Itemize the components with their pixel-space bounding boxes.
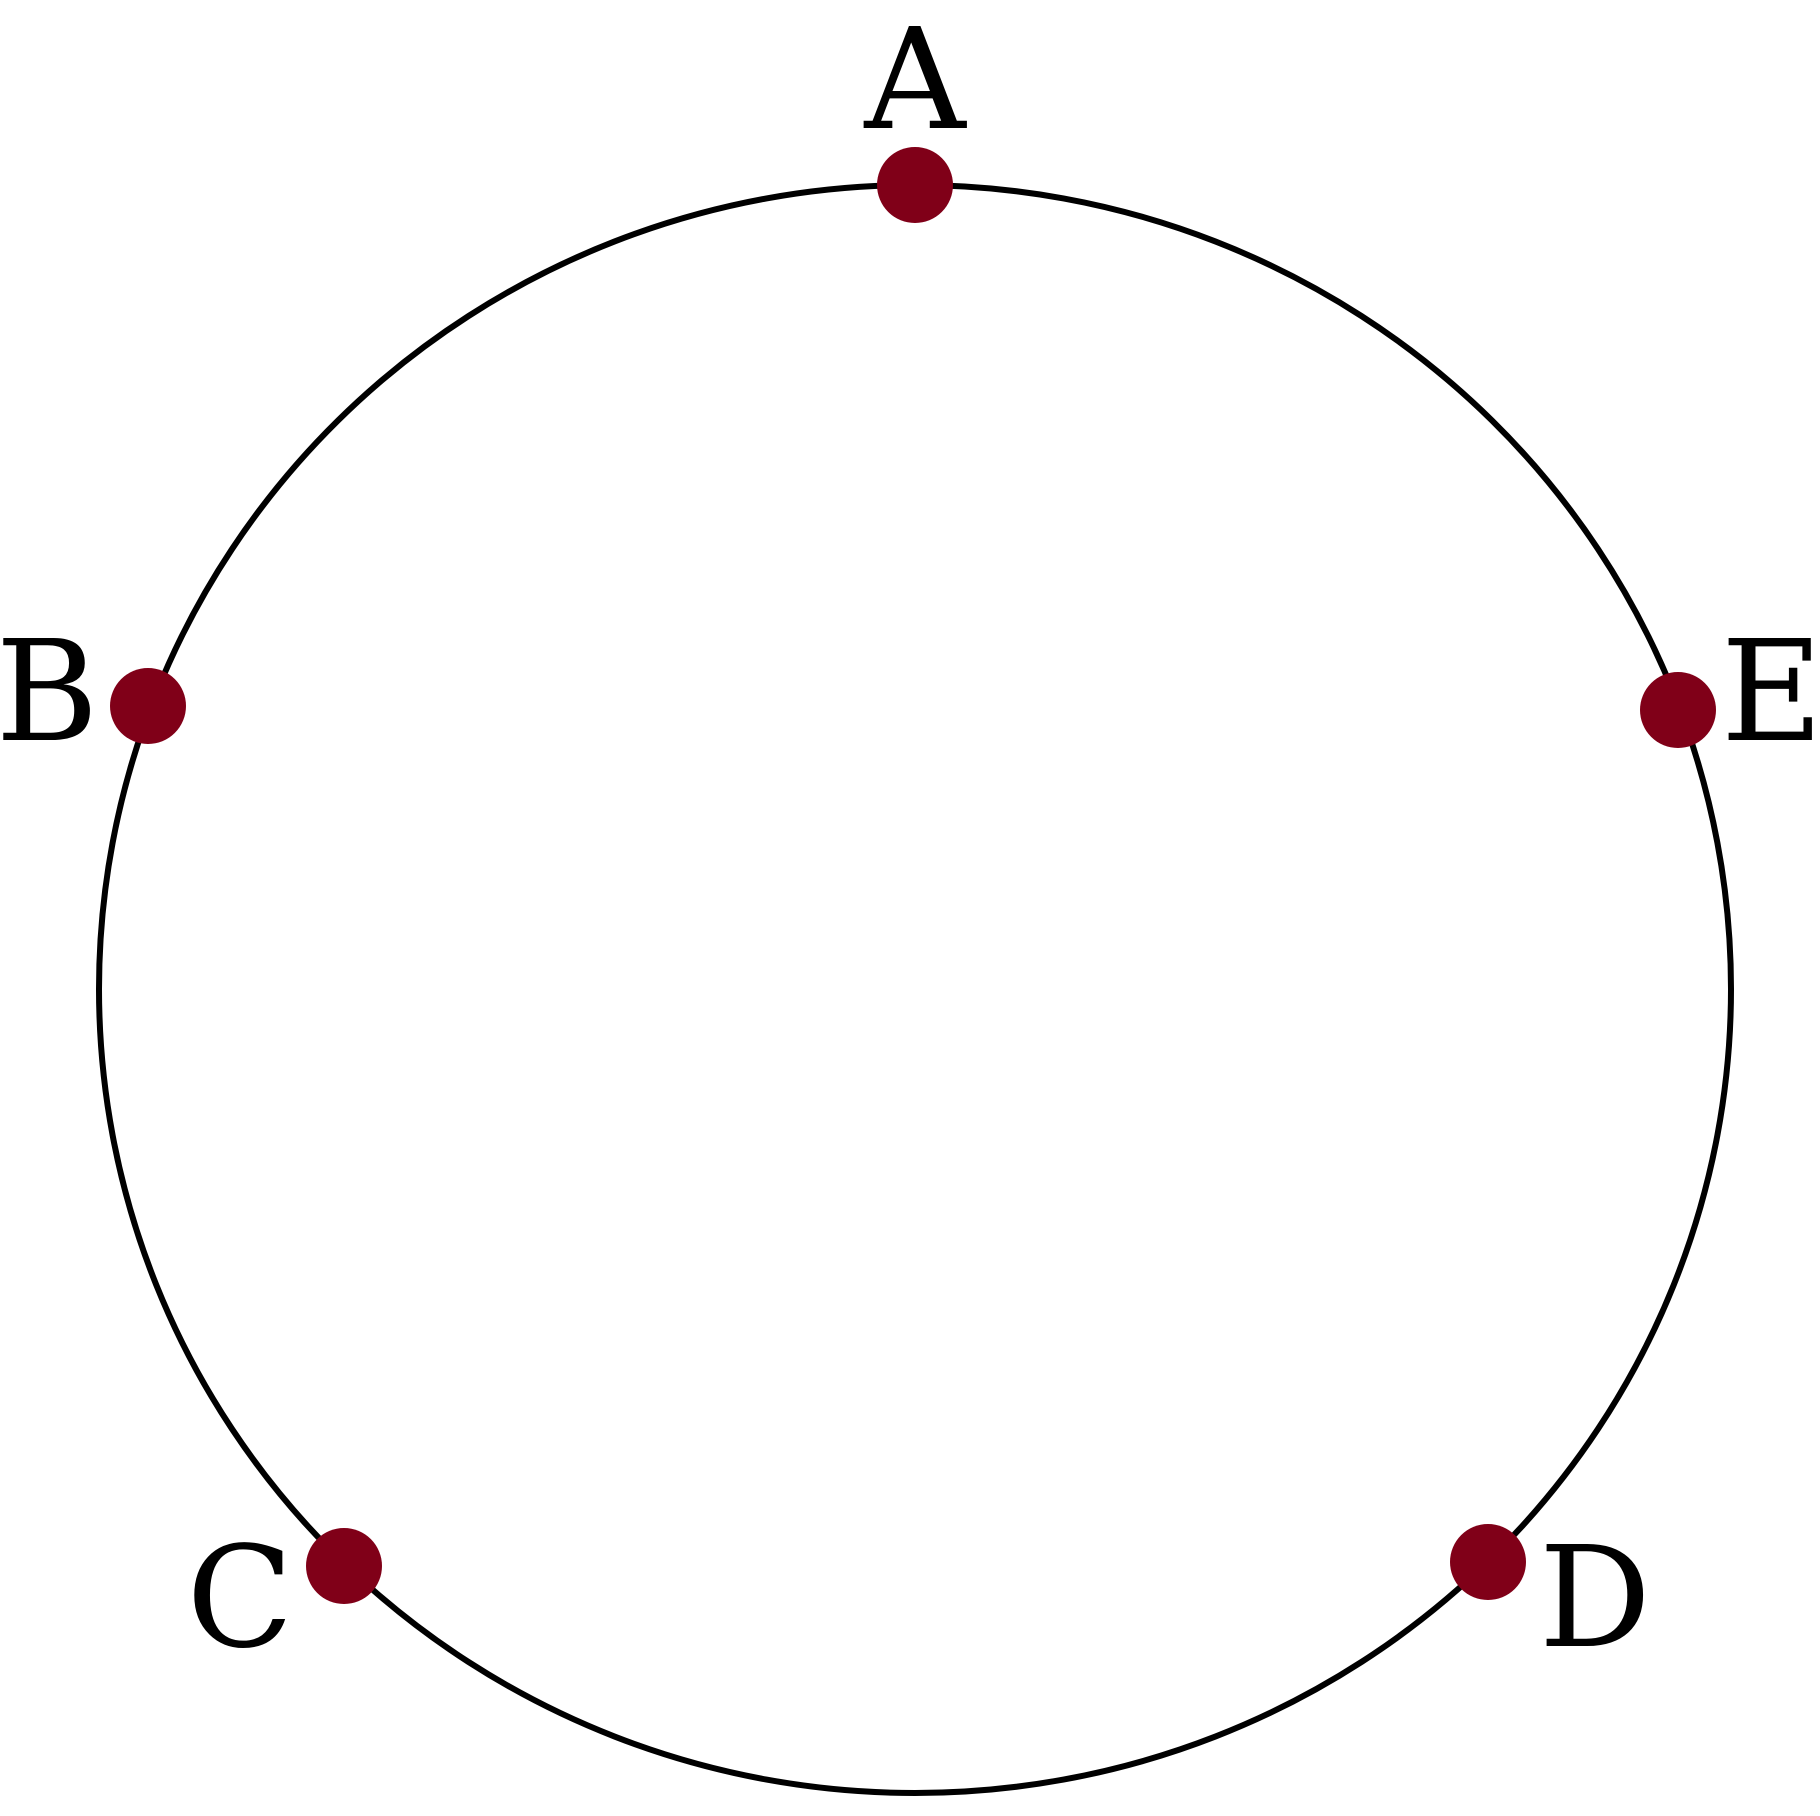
point-d-dot	[1450, 1524, 1526, 1600]
point-a-dot	[877, 147, 953, 223]
point-c-label: C	[186, 1517, 293, 1680]
point-d-label: D	[1539, 1517, 1651, 1680]
point-e-dot	[1640, 672, 1716, 748]
point-b-label: B	[0, 611, 98, 774]
point-a-label: A	[863, 0, 967, 162]
point-c-dot	[306, 1528, 382, 1604]
point-b-dot	[110, 668, 186, 744]
point-e-label: E	[1721, 611, 1820, 774]
